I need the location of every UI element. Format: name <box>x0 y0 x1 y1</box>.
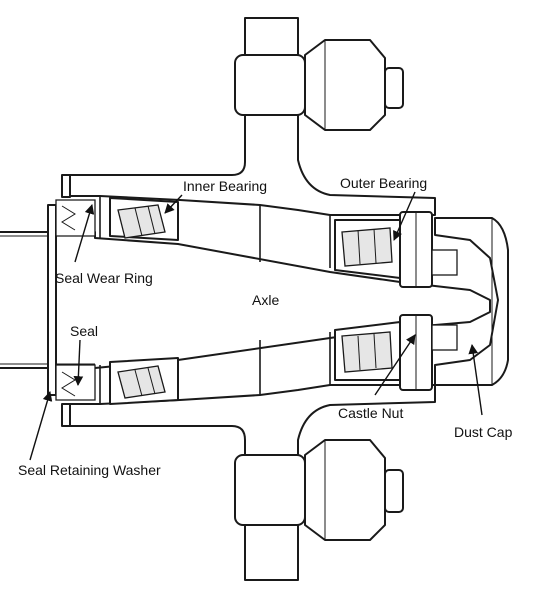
label-outer-bearing: Outer Bearing <box>340 175 427 191</box>
label-dust-cap: Dust Cap <box>454 424 513 440</box>
arrow-dust-cap <box>468 344 483 416</box>
hub-upper <box>67 17 436 268</box>
arrow-seal <box>73 339 84 386</box>
arrow-seal-retaining-washer <box>29 391 53 461</box>
outer-bearing-upper <box>334 219 401 279</box>
label-seal-retaining-washer: Seal Retaining Washer <box>18 462 161 478</box>
label-seal-wear-ring: Seal Wear Ring <box>55 270 153 286</box>
castle-nut <box>399 211 458 391</box>
outer-bearing-lower <box>334 321 401 381</box>
arrow-seal-wear-ring <box>74 204 95 263</box>
arrow-castle-nut <box>374 334 416 396</box>
inner-bearing-upper <box>109 197 179 241</box>
dust-cap <box>434 217 509 386</box>
wheel-stud-bottom <box>234 439 404 541</box>
arrow-outer-bearing <box>393 191 416 241</box>
leader-arrows <box>29 191 483 461</box>
wheel-stud-top <box>234 39 404 131</box>
arrow-inner-bearing <box>164 194 183 214</box>
label-seal: Seal <box>70 323 98 339</box>
label-castle-nut: Castle Nut <box>338 405 403 421</box>
inner-bearing-lower <box>109 357 179 405</box>
label-inner-bearing: Inner Bearing <box>183 178 267 194</box>
label-axle: Axle <box>252 292 279 308</box>
